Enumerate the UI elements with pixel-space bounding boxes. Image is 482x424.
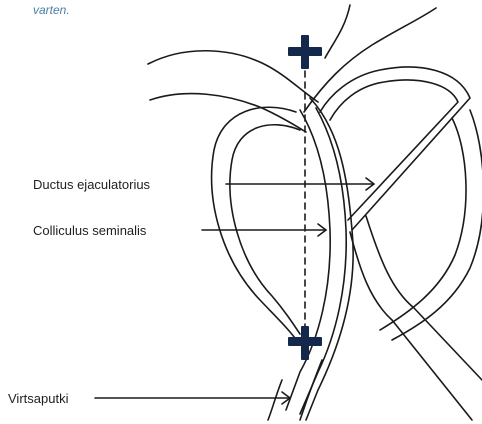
label-ductus: Ductus ejaculatorius	[33, 177, 151, 192]
urethra-left-wall	[286, 110, 330, 410]
plus-marker-top	[288, 35, 322, 69]
lower-strand-1	[268, 380, 282, 420]
outline-upper-right	[304, 8, 436, 112]
outline-upper-left-inner	[150, 94, 306, 132]
duct-band-2	[350, 232, 472, 420]
label-urethra: Virtsaputki	[8, 391, 69, 406]
duct-band-5	[392, 110, 482, 340]
label-colliculus: Colliculus seminalis	[33, 223, 147, 238]
prostate-outer	[212, 107, 300, 345]
outline-upper-right-inner	[325, 5, 350, 58]
vesicle-outer	[320, 67, 470, 230]
